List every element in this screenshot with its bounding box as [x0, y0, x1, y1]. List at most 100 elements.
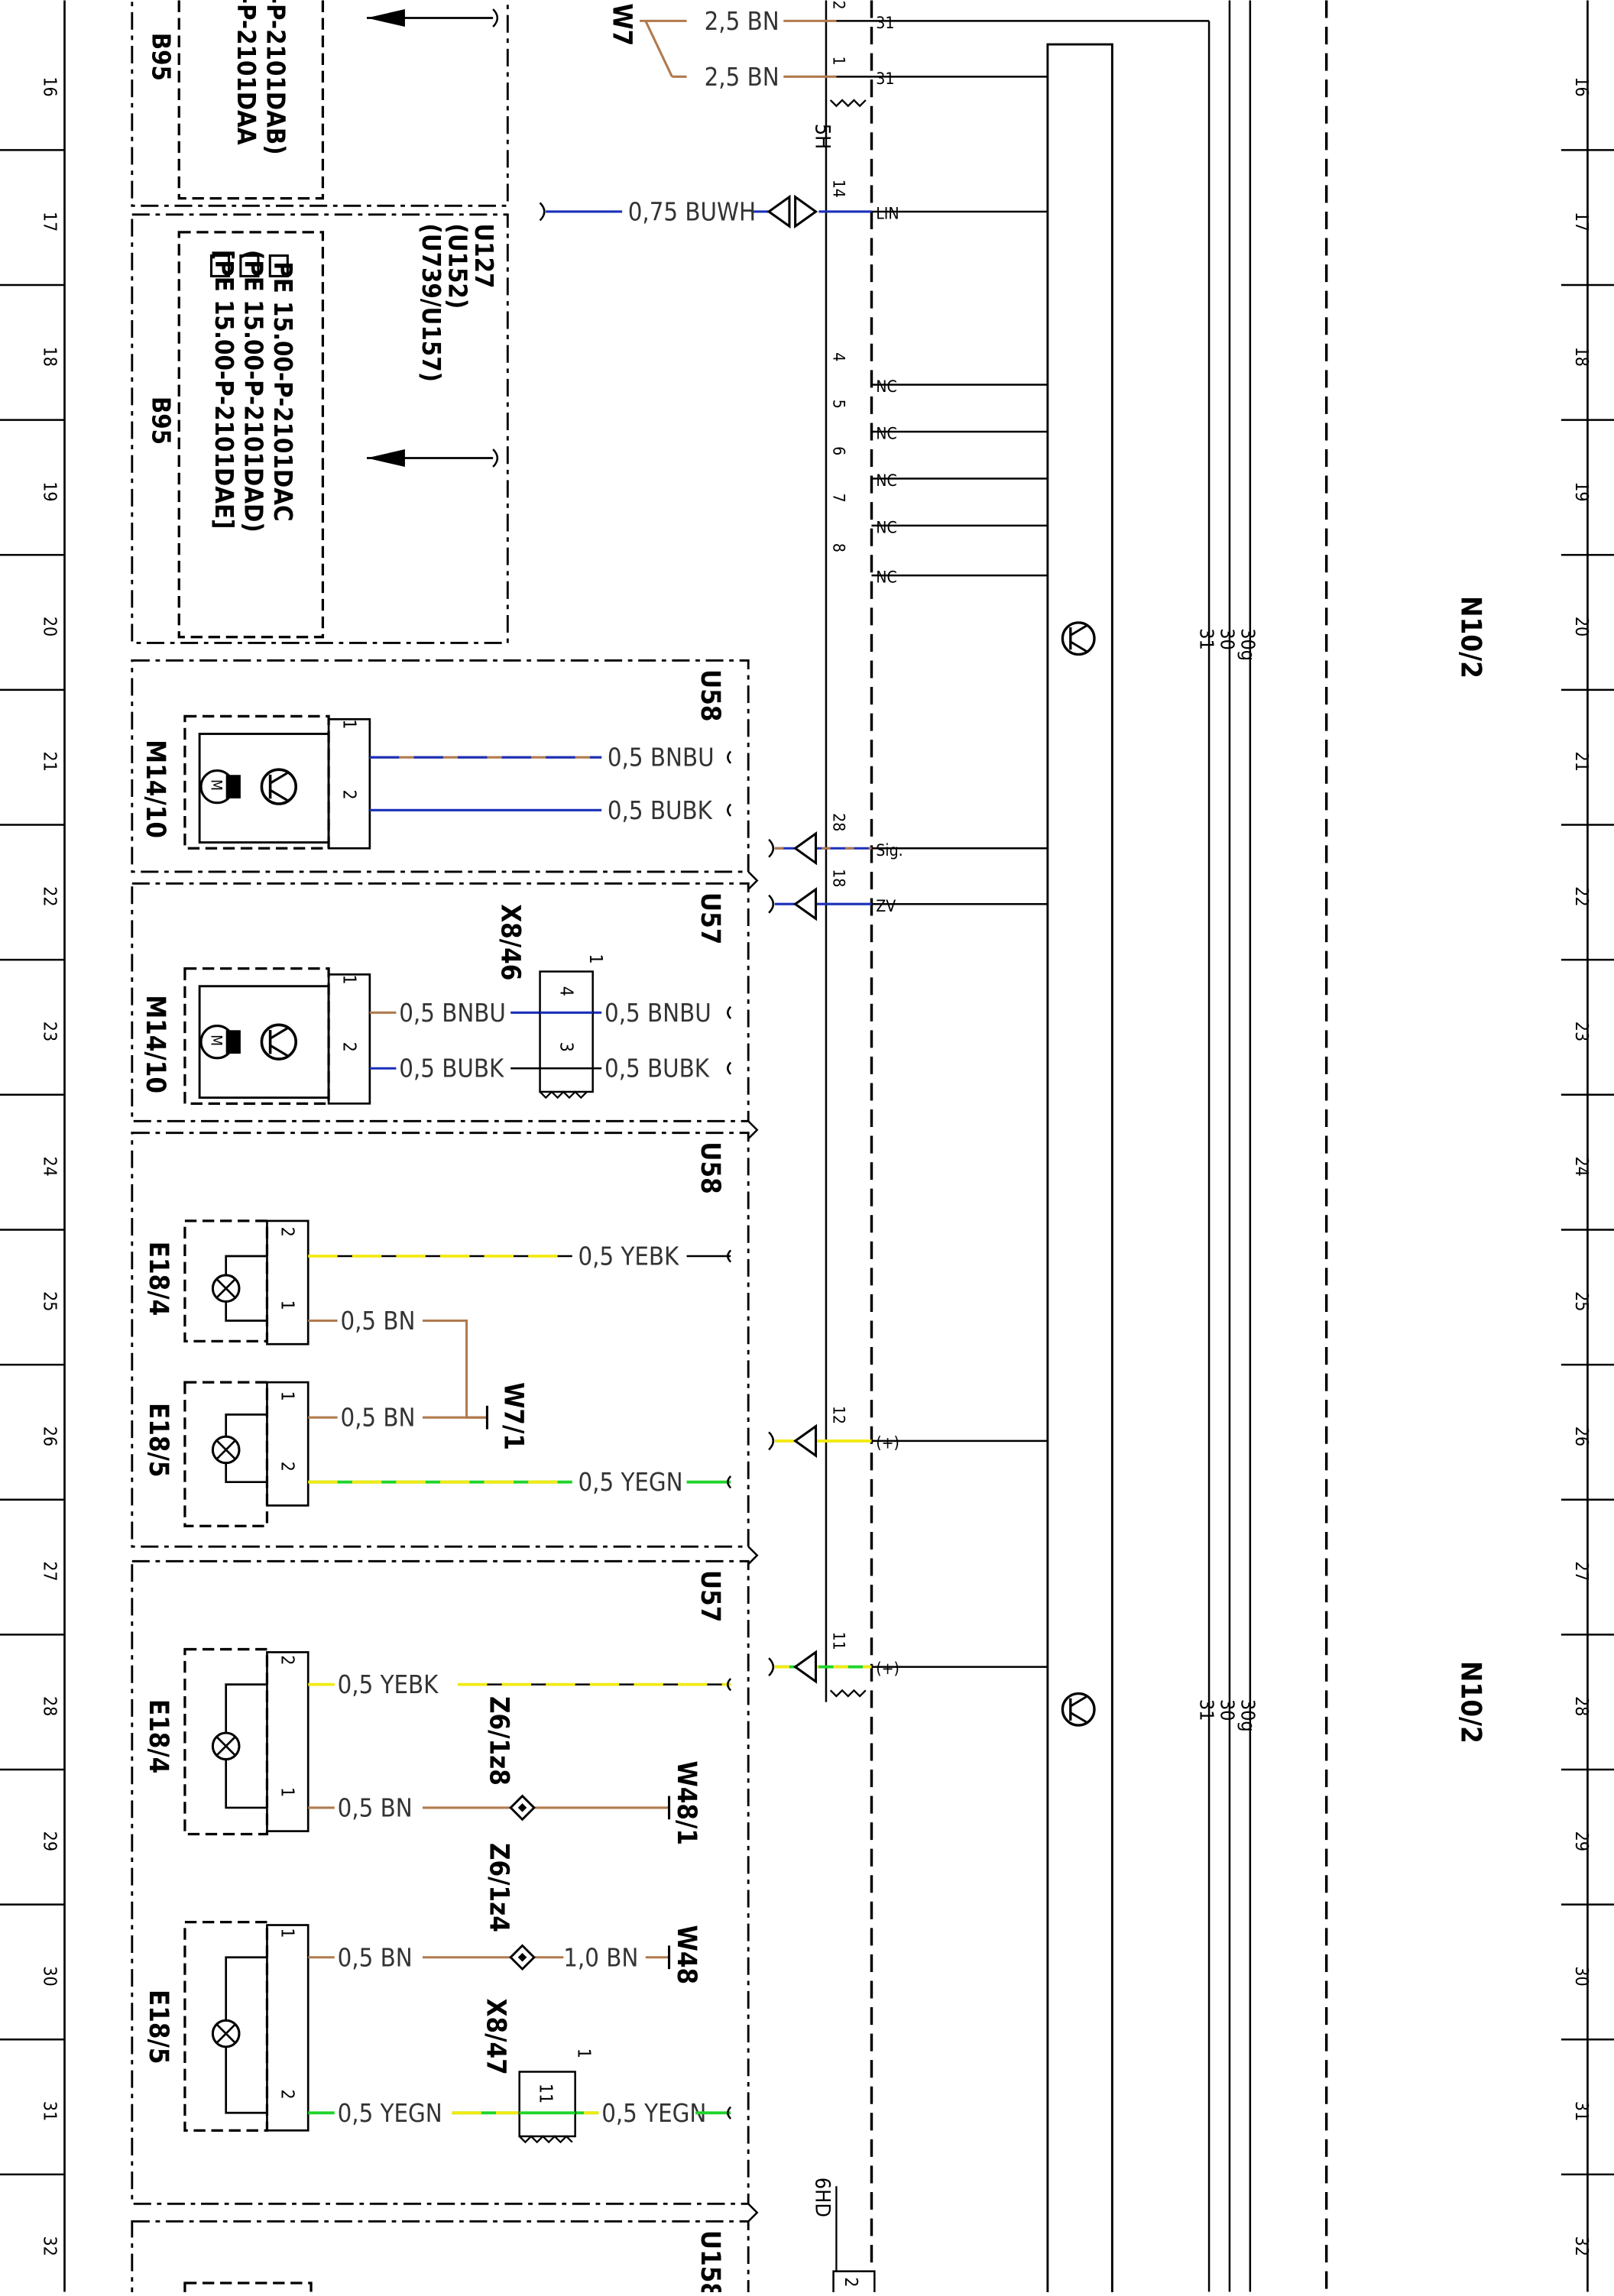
- grid-row-number: 27: [40, 1561, 60, 1581]
- signal-label: LIN: [876, 204, 899, 223]
- pin-label: 7: [830, 494, 849, 503]
- signal-label: (+): [876, 1433, 899, 1452]
- b95-variant2: (PE 15.00-P-2101DAD): [239, 250, 268, 533]
- wire-label: 0,75 BUWH: [628, 197, 756, 226]
- pin-label: 1: [277, 1300, 297, 1310]
- grid-row-number: 30: [1571, 1966, 1591, 1986]
- grid-row-number: 28: [1571, 1696, 1591, 1716]
- pin-label: 2: [277, 1462, 297, 1472]
- bus-31-label: 31: [1196, 628, 1218, 650]
- bus-30g-label: 30g: [1236, 628, 1259, 661]
- wire-label: 0,5 YEGN: [601, 2099, 706, 2128]
- pin-label: 1: [339, 974, 358, 984]
- pin-label: 14: [830, 180, 849, 198]
- top-block-ref: B95: [147, 33, 176, 81]
- lamp-label: E18/4: [143, 1242, 173, 1316]
- pin-label: 18: [830, 869, 849, 887]
- wire-label: 0,5 YEBK: [338, 1670, 439, 1699]
- module-name-2: N10/2: [1454, 1661, 1487, 1744]
- ground-label: W7/1: [497, 1382, 528, 1450]
- signal-label: Sig.: [876, 840, 903, 860]
- signal-label: 31: [876, 13, 894, 32]
- grid-row-number: 22: [1571, 886, 1591, 906]
- grid-row-number: 19: [40, 481, 60, 501]
- pin-label: 1: [277, 1391, 297, 1401]
- pin-label: 12: [830, 1406, 849, 1424]
- lamps-u57-block: U57 E18/4 2 1 E18/5 1 2 0,5 YEBK 0,5 BN …: [131, 1546, 759, 2205]
- pin-label: 2: [277, 2090, 297, 2100]
- b95-block: U127 (U152) (U739/U157) B95 PE 15.00-P-2…: [131, 213, 509, 644]
- pin-label: 11: [830, 1632, 849, 1650]
- ground-w7-label: W7: [607, 3, 637, 46]
- grid-row-number: 27: [1571, 1561, 1591, 1581]
- bus-30-label: 30: [1216, 1699, 1238, 1721]
- wire-label: 0,5 BN: [340, 1404, 415, 1433]
- grid-row-number: 31: [40, 2101, 60, 2121]
- plus-pins: 12 (+) 11 (+): [768, 1406, 1048, 1698]
- lamps-u58-block: U58 E18/4 2 1 E18/5 1 2 0,5 YEBK 0,5 BN …: [131, 1120, 759, 1548]
- wire-label: 0,5 BUBK: [608, 796, 713, 825]
- variant-label: U58: [695, 669, 725, 722]
- grid-row-number: 24: [40, 1156, 60, 1176]
- sig-zv-pins: 28 18 Sig. ZV: [768, 813, 1048, 921]
- pointing-hand-icon: [209, 254, 289, 277]
- grid-row-number: 25: [40, 1291, 60, 1311]
- wire-label: 0,5 BNBU: [399, 999, 506, 1028]
- grid-row-number: 28: [40, 1696, 60, 1716]
- connector-5h: 5H: [811, 124, 835, 150]
- grid-row-number: 26: [1571, 1426, 1591, 1446]
- lamp-label: E18/4: [143, 1699, 173, 1773]
- pin-label: 1: [573, 2048, 593, 2058]
- wire-label: 1,0 BN: [563, 1943, 638, 1972]
- grid-row-number: 21: [1571, 752, 1591, 772]
- pin-label: 2: [339, 1042, 358, 1052]
- ground-label: W48/1: [671, 1760, 702, 1845]
- bottom-block: U158 6HD 2: [131, 2178, 860, 2296]
- pin-label: 1: [830, 56, 849, 65]
- grid-row-number: 32: [40, 2236, 60, 2256]
- bus-30-label: 30: [1216, 628, 1238, 650]
- top-block-variant-a: -P-2101DAA: [232, 0, 261, 145]
- grid-row-number: 24: [1571, 1156, 1591, 1176]
- pin-label: 1: [585, 954, 605, 963]
- grid-row-number: 22: [40, 886, 60, 906]
- ground-wires-top: W7 2,5 BN 2,5 BN 2 1 31 31 5H: [607, 0, 1048, 149]
- signal-label: NC: [876, 568, 896, 587]
- wire-label: 0,5 BN: [340, 1307, 415, 1336]
- control-unit-n10-2: N10/2 N10/2 31 30 30g 31 30 30g: [871, 0, 1487, 2296]
- bus-31-label: 31: [1196, 1699, 1218, 1721]
- connector-label: X8/46: [495, 904, 526, 980]
- pin-label: 2: [841, 2277, 860, 2287]
- lin-line: 0,75 BUWH 14 LIN: [539, 180, 1048, 229]
- wire-label: 0,5 BNBU: [608, 743, 715, 772]
- grid-row-number: 29: [1571, 1831, 1591, 1851]
- pin-label: 2: [339, 789, 358, 799]
- pin-label: 2: [830, 0, 849, 9]
- splice-label: Z6/1z8: [483, 1696, 514, 1786]
- pin-label: 4: [556, 986, 575, 996]
- motor-u58-block: U58 M M14/10 1 2 0,5 BNBU 0,5 BUBK: [131, 659, 750, 873]
- grid-row-number: 16: [1571, 76, 1591, 96]
- b95-unit-sub1: (U152): [443, 223, 472, 309]
- wire-label: 0,5 BUBK: [604, 1054, 710, 1083]
- pin-label: 5: [830, 400, 849, 409]
- grid-row-number: 32: [1571, 2236, 1591, 2256]
- b95-unit: U127: [469, 223, 498, 288]
- motor-u57-block: U57 M M14/10 1 2 0,5 BNBU 0,5 BUBK X8/46…: [131, 871, 759, 1122]
- top-block: B95 -P-2101DAA -P-2101DAB): [131, 0, 509, 207]
- component-label: M14/10: [140, 740, 170, 838]
- connector-label: X8/47: [480, 1999, 510, 2075]
- b95-unit-sub2: (U739/U157): [416, 223, 446, 382]
- grid-row-number: 21: [40, 752, 60, 772]
- pin-label: 2: [277, 1227, 297, 1237]
- pin-label: 1: [277, 1928, 297, 1938]
- grid-row-number: 30: [40, 1966, 60, 1986]
- module-name-1: N10/2: [1454, 596, 1487, 678]
- pin-label: 28: [830, 813, 849, 831]
- pin-label: 11: [536, 2084, 556, 2103]
- grid-row-number: 23: [40, 1022, 60, 1041]
- wire-label: 2,5 BN: [705, 7, 779, 36]
